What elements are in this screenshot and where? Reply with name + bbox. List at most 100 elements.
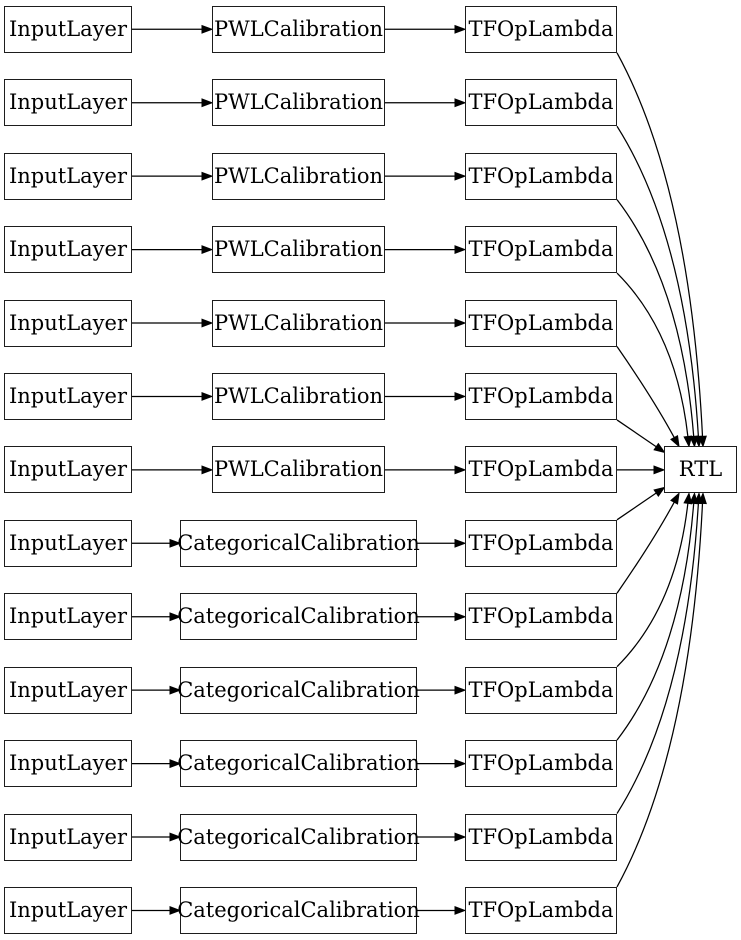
node-calibration: CategoricalCalibration — [177, 813, 420, 861]
arrowhead — [201, 318, 214, 328]
edge-line — [616, 52, 704, 437]
edge-line — [616, 501, 675, 594]
edge-input-to-calibration — [132, 391, 214, 401]
arrowhead — [169, 612, 182, 622]
arrowhead — [201, 98, 214, 108]
arrowhead — [201, 24, 214, 34]
arrowhead — [689, 435, 699, 448]
arrowhead — [683, 491, 693, 505]
node-tfop-lambda: TFOpLambda — [465, 446, 617, 494]
edge-input-to-calibration — [132, 685, 182, 695]
arrowhead — [454, 905, 467, 915]
edge-line — [616, 346, 675, 438]
node-calibration: PWLCalibration — [212, 446, 385, 494]
edge-input-to-calibration — [132, 759, 182, 769]
node-calibration: PWLCalibration — [212, 152, 385, 200]
edge-input-to-calibration — [132, 612, 182, 622]
node-rtl: RTL — [664, 446, 737, 494]
arrowhead — [169, 685, 182, 695]
edge-lambda-to-rtl — [616, 52, 707, 448]
node-tfop-lambda: TFOpLambda — [465, 299, 617, 347]
edge-input-to-calibration — [132, 905, 182, 915]
node-calibration: CategoricalCalibration — [177, 666, 420, 714]
arrowhead — [454, 98, 467, 108]
node-tfop-lambda: TFOpLambda — [465, 886, 617, 934]
node-calibration: PWLCalibration — [212, 79, 385, 127]
arrowhead — [201, 391, 214, 401]
edge-input-to-calibration — [132, 24, 214, 34]
edge-lambda-to-rtl — [616, 272, 693, 448]
node-input-layer: InputLayer — [4, 519, 132, 567]
arrowhead — [169, 832, 182, 842]
arrowhead — [454, 245, 467, 255]
node-calibration: CategoricalCalibration — [177, 886, 420, 934]
node-input-layer: InputLayer — [4, 372, 132, 420]
arrowhead — [454, 685, 467, 695]
node-input-layer: InputLayer — [4, 446, 132, 494]
node-calibration: PWLCalibration — [212, 5, 385, 53]
node-calibration: PWLCalibration — [212, 226, 385, 274]
edge-lambda-to-rtl — [617, 465, 666, 475]
edge-input-to-calibration — [132, 98, 214, 108]
edge-calibration-to-lambda — [385, 245, 467, 255]
node-tfop-lambda: TFOpLambda — [465, 813, 617, 861]
node-input-layer: InputLayer — [4, 5, 132, 53]
arrowhead — [201, 245, 214, 255]
edge-input-to-calibration — [132, 465, 214, 475]
arrowhead — [169, 538, 182, 548]
node-tfop-lambda: TFOpLambda — [465, 226, 617, 274]
edge-calibration-to-lambda — [417, 538, 467, 548]
arrowhead — [454, 465, 467, 475]
node-input-layer: InputLayer — [4, 152, 132, 200]
edge-calibration-to-lambda — [417, 685, 467, 695]
arrowhead — [454, 538, 467, 548]
edge-line — [616, 503, 689, 668]
edge-line — [616, 492, 657, 521]
edge-calibration-to-lambda — [385, 98, 467, 108]
node-input-layer: InputLayer — [4, 886, 132, 934]
node-tfop-lambda: TFOpLambda — [465, 5, 617, 53]
node-calibration: CategoricalCalibration — [177, 519, 420, 567]
edge-lambda-to-rtl — [616, 491, 693, 668]
node-tfop-lambda: TFOpLambda — [465, 152, 617, 200]
node-calibration: PWLCalibration — [212, 372, 385, 420]
node-tfop-lambda: TFOpLambda — [465, 740, 617, 788]
arrowhead — [454, 612, 467, 622]
node-input-layer: InputLayer — [4, 740, 132, 788]
arrowhead — [670, 492, 680, 505]
edge-line — [616, 419, 657, 448]
edge-calibration-to-lambda — [385, 318, 467, 328]
edge-calibration-to-lambda — [385, 391, 467, 401]
edge-calibration-to-lambda — [385, 24, 467, 34]
node-calibration: CategoricalCalibration — [177, 740, 420, 788]
edge-lambda-to-rtl — [616, 492, 680, 594]
edge-lambda-to-rtl — [616, 199, 699, 448]
arrowhead — [454, 759, 467, 769]
arrowhead — [698, 491, 707, 505]
arrowhead — [653, 486, 666, 497]
arrowhead — [201, 171, 214, 181]
arrowhead — [454, 24, 467, 34]
edge-line — [616, 503, 704, 888]
edge-input-to-calibration — [132, 171, 214, 181]
arrowhead — [670, 435, 680, 448]
arrowhead — [454, 171, 467, 181]
edge-input-to-calibration — [132, 832, 182, 842]
edge-line — [616, 503, 700, 814]
edge-input-to-calibration — [132, 318, 214, 328]
node-calibration: PWLCalibration — [212, 299, 385, 347]
arrowhead — [653, 442, 666, 454]
edge-calibration-to-lambda — [417, 832, 467, 842]
edge-lambda-to-rtl — [616, 486, 666, 521]
node-tfop-lambda: TFOpLambda — [465, 519, 617, 567]
edge-line — [616, 199, 695, 437]
arrowhead — [169, 759, 182, 769]
node-tfop-lambda: TFOpLambda — [465, 372, 617, 420]
node-tfop-lambda: TFOpLambda — [465, 666, 617, 714]
arrowhead — [454, 318, 467, 328]
node-tfop-lambda: TFOpLambda — [465, 79, 617, 127]
node-input-layer: InputLayer — [4, 813, 132, 861]
node-input-layer: InputLayer — [4, 226, 132, 274]
